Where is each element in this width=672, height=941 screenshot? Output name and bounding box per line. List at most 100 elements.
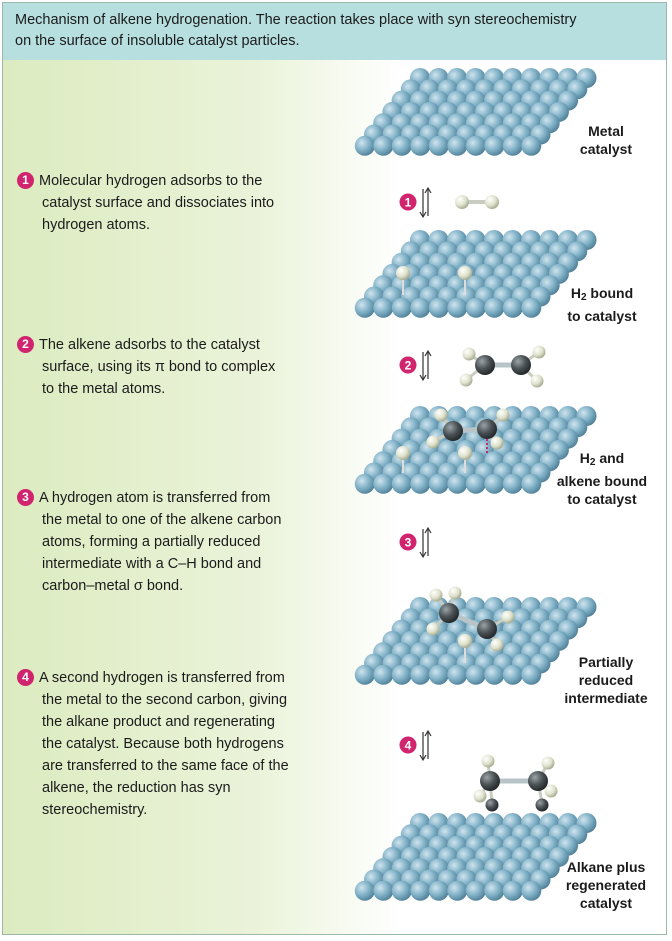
metal-atom [410, 135, 431, 156]
metal-atom [373, 473, 394, 494]
metal-atom [465, 664, 486, 685]
label-metal-catalyst-line-2: catalyst [579, 141, 633, 157]
label-metal-catalyst: Metal catalyst [551, 122, 661, 158]
metal-atom [502, 473, 523, 494]
metal-atom [521, 664, 542, 685]
step-1-line-1: Molecular hydrogen adsorbs to the [39, 173, 263, 189]
metal-atom [447, 473, 468, 494]
metal-atom [447, 135, 468, 156]
metal-atom [502, 297, 523, 318]
step-4-line-6: alkene, the reduction has syn [42, 780, 231, 796]
step-number-2: 2 [17, 336, 34, 353]
metal-atom [410, 473, 431, 494]
label-partially-reduced-line-1: Partially [578, 654, 634, 670]
step-3-line-4: intermediate with a C–H bond and [42, 556, 262, 572]
step-number-1: 1 [17, 172, 34, 189]
metal-atom [391, 473, 412, 494]
hydrogen-molecule [455, 195, 499, 209]
metal-atom [447, 297, 468, 318]
metal-atom [354, 135, 375, 156]
label-h2-bound-h: H [570, 285, 581, 301]
metal-atom [354, 473, 375, 494]
metal-atom [391, 297, 412, 318]
catalyst-surface-5 [354, 813, 597, 901]
metal-atom [484, 880, 505, 901]
metal-atom [502, 135, 523, 156]
label-alkane-line-1: Alkane plus [566, 859, 646, 875]
step-1-line-3: hydrogen atoms. [42, 217, 151, 233]
step-3-line-2: the metal to one of the alkene carbon [42, 512, 282, 528]
label-h2-alkene-bound: H2 and alkene bound to catalyst [547, 449, 657, 508]
metal-atom [484, 297, 505, 318]
metal-atom [428, 135, 449, 156]
metal-atom [391, 880, 412, 901]
metal-atom [373, 135, 394, 156]
alkane-product [473, 754, 558, 812]
catalyst-surface-2 [354, 230, 597, 318]
label-h2-alkene-sub: 2 [589, 457, 596, 468]
metal-atom [428, 664, 449, 685]
metal-atom [373, 880, 394, 901]
caption-line-2: on the surface of insoluble catalyst par… [15, 33, 300, 49]
step-2-text: 2 The alkene adsorbs to the catalyst surf… [17, 334, 317, 400]
step-4-line-4: the catalyst. Because both hydrogens [42, 736, 284, 752]
label-h2-bound: H2 bound to catalyst [547, 284, 657, 325]
metal-atom [410, 880, 431, 901]
step-4-line-5: are transferred to the same face of the [42, 758, 289, 774]
step-4-line-1: A second hydrogen is transferred from [39, 670, 285, 686]
caption-line-1: Mechanism of alkene hydrogenation. The r… [15, 12, 577, 28]
reaction-arrow-4: 4 [399, 729, 432, 762]
label-h2-alkene-h: H [579, 450, 590, 466]
catalyst-surface-1 [354, 68, 597, 156]
step-2-line-1: The alkene adsorbs to the catalyst [39, 337, 260, 353]
metal-atom [410, 664, 431, 685]
partially-reduced-intermediate [426, 586, 515, 663]
svg-text:2: 2 [405, 359, 412, 373]
metal-atom [521, 880, 542, 901]
metal-atom [391, 135, 412, 156]
label-metal-catalyst-line-1: Metal [588, 123, 624, 139]
svg-text:4: 4 [405, 739, 412, 753]
metal-atom [502, 664, 523, 685]
metal-atom [428, 880, 449, 901]
label-alkane-line-2: regenerated [565, 877, 647, 893]
metal-atom [502, 880, 523, 901]
catalyst-surface-4 [354, 597, 597, 685]
bound-alkene-complex [396, 408, 510, 473]
reaction-arrow-3: 3 [399, 526, 432, 559]
mechanism-artwork: 1 2 3 4 [354, 68, 597, 901]
step-2-line-2: surface, using its π bond to complex [42, 359, 276, 375]
step-4-line-3: the alkane product and regenerating [42, 714, 275, 730]
metal-atom [521, 297, 542, 318]
step-3-line-3: atoms, forming a partially reduced [42, 534, 261, 550]
label-partially-reduced-line-2: reduced [578, 672, 634, 688]
metal-atom [354, 880, 375, 901]
step-number-3: 3 [17, 489, 34, 506]
metal-atom [465, 297, 486, 318]
step-4-line-2: the metal to the second carbon, giving [42, 692, 288, 708]
label-partially-reduced: Partially reduced intermediate [551, 653, 661, 707]
metal-atom [521, 473, 542, 494]
step-4-line-7: stereochemistry. [42, 802, 148, 818]
metal-atom [484, 135, 505, 156]
label-h2-alkene-line-2: alkene bound [556, 473, 648, 489]
metal-atom [354, 664, 375, 685]
metal-atom [428, 297, 449, 318]
metal-atom [391, 664, 412, 685]
reaction-arrow-1: 1 [399, 186, 432, 219]
reaction-arrow-2: 2 [399, 349, 432, 382]
catalyst-surface-3 [354, 406, 597, 494]
label-alkane-line-3: catalyst [579, 895, 633, 911]
step-1-line-2: catalyst surface and dissociates into [42, 195, 275, 211]
svg-text:3: 3 [405, 536, 412, 550]
metal-atom [447, 880, 468, 901]
label-h2-bound-sub: 2 [580, 292, 587, 303]
alkene-molecule [459, 345, 546, 388]
metal-atom [465, 473, 486, 494]
adsorbed-hydrogen-atoms [396, 266, 472, 295]
step-2-line-3: to the metal atoms. [42, 381, 166, 397]
metal-atom [465, 880, 486, 901]
